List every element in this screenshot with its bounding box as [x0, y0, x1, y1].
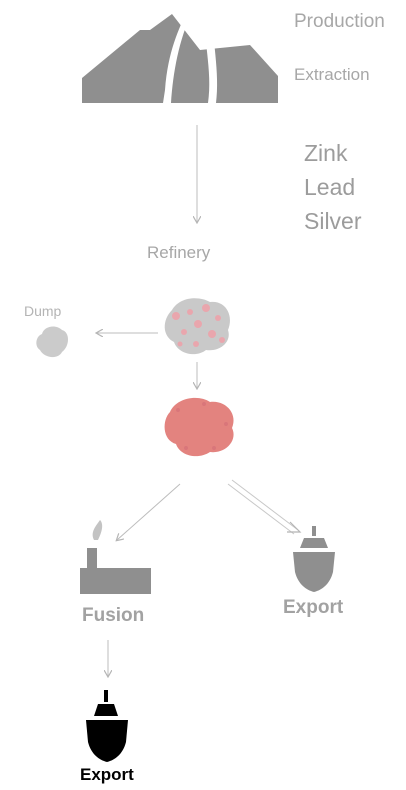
- production-label: Production: [294, 11, 385, 32]
- arrow-concentrate-fusion: [117, 483, 181, 540]
- export-label-bottom: Export: [80, 765, 134, 784]
- ship-icon: [86, 690, 128, 762]
- mountain-icon: [82, 8, 278, 103]
- waste-pile-icon: [36, 326, 68, 358]
- fusion-label: Fusion: [82, 605, 145, 626]
- metal-label-zink: Zink: [304, 140, 348, 166]
- ore-cluster-icon: [164, 298, 230, 355]
- concentrate-icon: [164, 397, 234, 457]
- dump-label: Dump: [24, 303, 62, 319]
- arrow-concentrate-export: [227, 479, 302, 535]
- extraction-label: Extraction: [294, 65, 370, 84]
- smelter-icon: [80, 520, 151, 594]
- refinery-label: Refinery: [147, 243, 211, 262]
- metal-label-lead: Lead: [304, 174, 356, 200]
- export-label-right: Export: [283, 597, 344, 618]
- metal-label-silver: Silver: [304, 208, 362, 234]
- ship-icon: [293, 526, 335, 592]
